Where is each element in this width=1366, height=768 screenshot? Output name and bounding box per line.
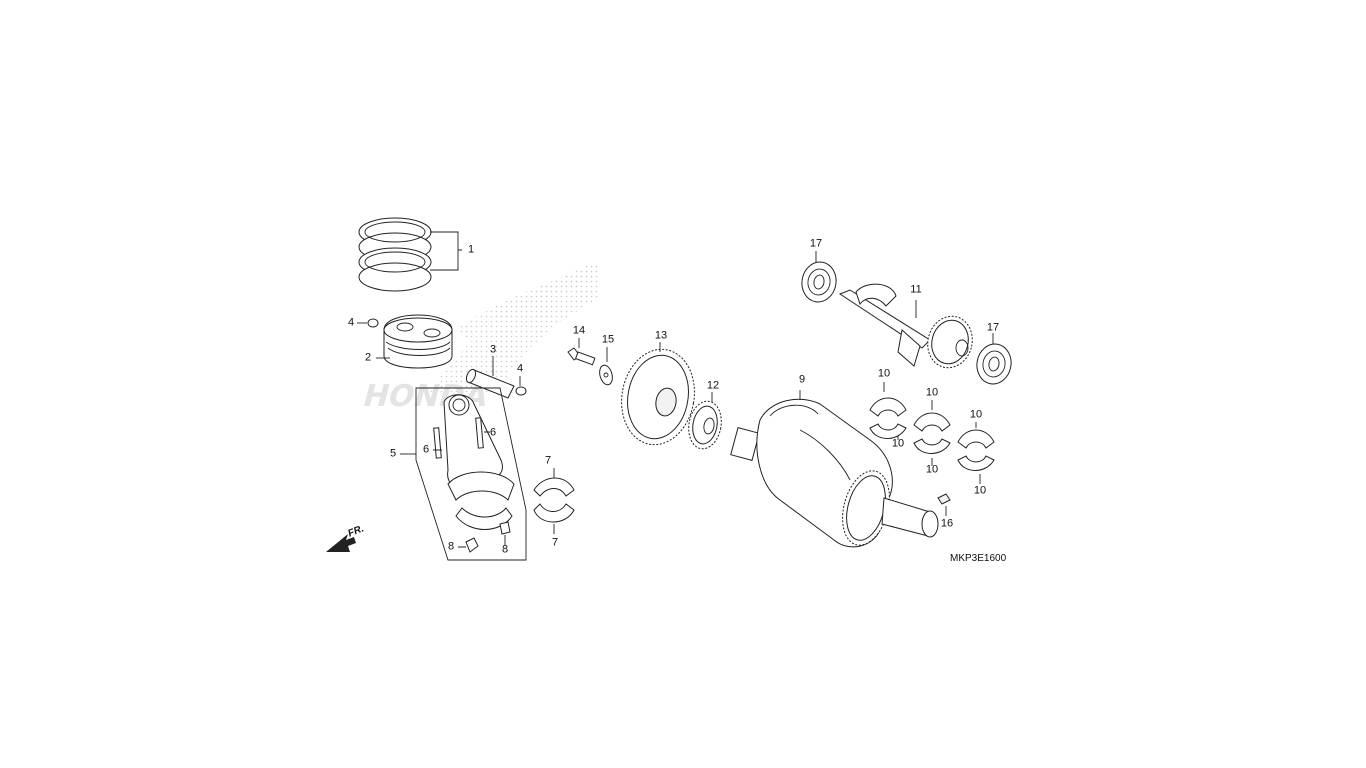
callout-label: 6 <box>489 426 497 439</box>
primary-drive-gear <box>621 342 695 446</box>
gear-bolt <box>567 338 596 366</box>
callout-label: 3 <box>489 343 497 356</box>
piston-pin <box>465 356 515 399</box>
piston <box>376 314 453 369</box>
woodruff-key <box>937 493 951 516</box>
callout-label: 5 <box>389 447 397 460</box>
callout-label: 9 <box>798 373 806 386</box>
connecting-rod-group <box>400 387 527 561</box>
callout-label: 10 <box>925 386 939 399</box>
piston-pin-clips <box>357 318 527 396</box>
front-arrow <box>326 534 356 552</box>
callout-label: 2 <box>364 351 372 364</box>
crankshaft <box>730 390 939 548</box>
piston-rings <box>358 217 462 292</box>
callout-label: 4 <box>516 362 524 375</box>
callout-label: 10 <box>969 408 983 421</box>
balancer-bearings <box>801 251 1012 385</box>
callout-label: 7 <box>544 454 552 467</box>
callout-label: 12 <box>706 379 720 392</box>
callout-label: 14 <box>572 324 586 337</box>
callout-label: 7 <box>551 536 559 549</box>
callout-label: 16 <box>940 517 954 530</box>
callout-label: 8 <box>501 543 509 556</box>
balancer-shaft <box>838 283 973 369</box>
crank-bearing-shells <box>869 382 995 484</box>
callout-label: 6 <box>422 443 430 456</box>
diagram-code: MKP3E1600 <box>950 553 1007 564</box>
callout-label: 8 <box>447 540 455 553</box>
brand-watermark: HONDA <box>359 262 598 414</box>
callout-label: 10 <box>925 463 939 476</box>
callout-label: 17 <box>986 321 1000 334</box>
small-gear <box>688 392 722 450</box>
callout-label: 4 <box>347 316 355 329</box>
washer <box>599 347 613 386</box>
callout-label: 10 <box>973 484 987 497</box>
callout-label: 17 <box>809 237 823 250</box>
callout-label: 1 <box>467 243 475 256</box>
callout-label: 11 <box>910 283 922 296</box>
callout-label: 13 <box>654 329 668 342</box>
callout-label: 10 <box>877 367 891 380</box>
callout-label: 15 <box>601 333 615 346</box>
rod-bearing-shells <box>533 468 575 534</box>
callout-label: 10 <box>891 437 905 450</box>
rod-nuts <box>458 521 511 553</box>
